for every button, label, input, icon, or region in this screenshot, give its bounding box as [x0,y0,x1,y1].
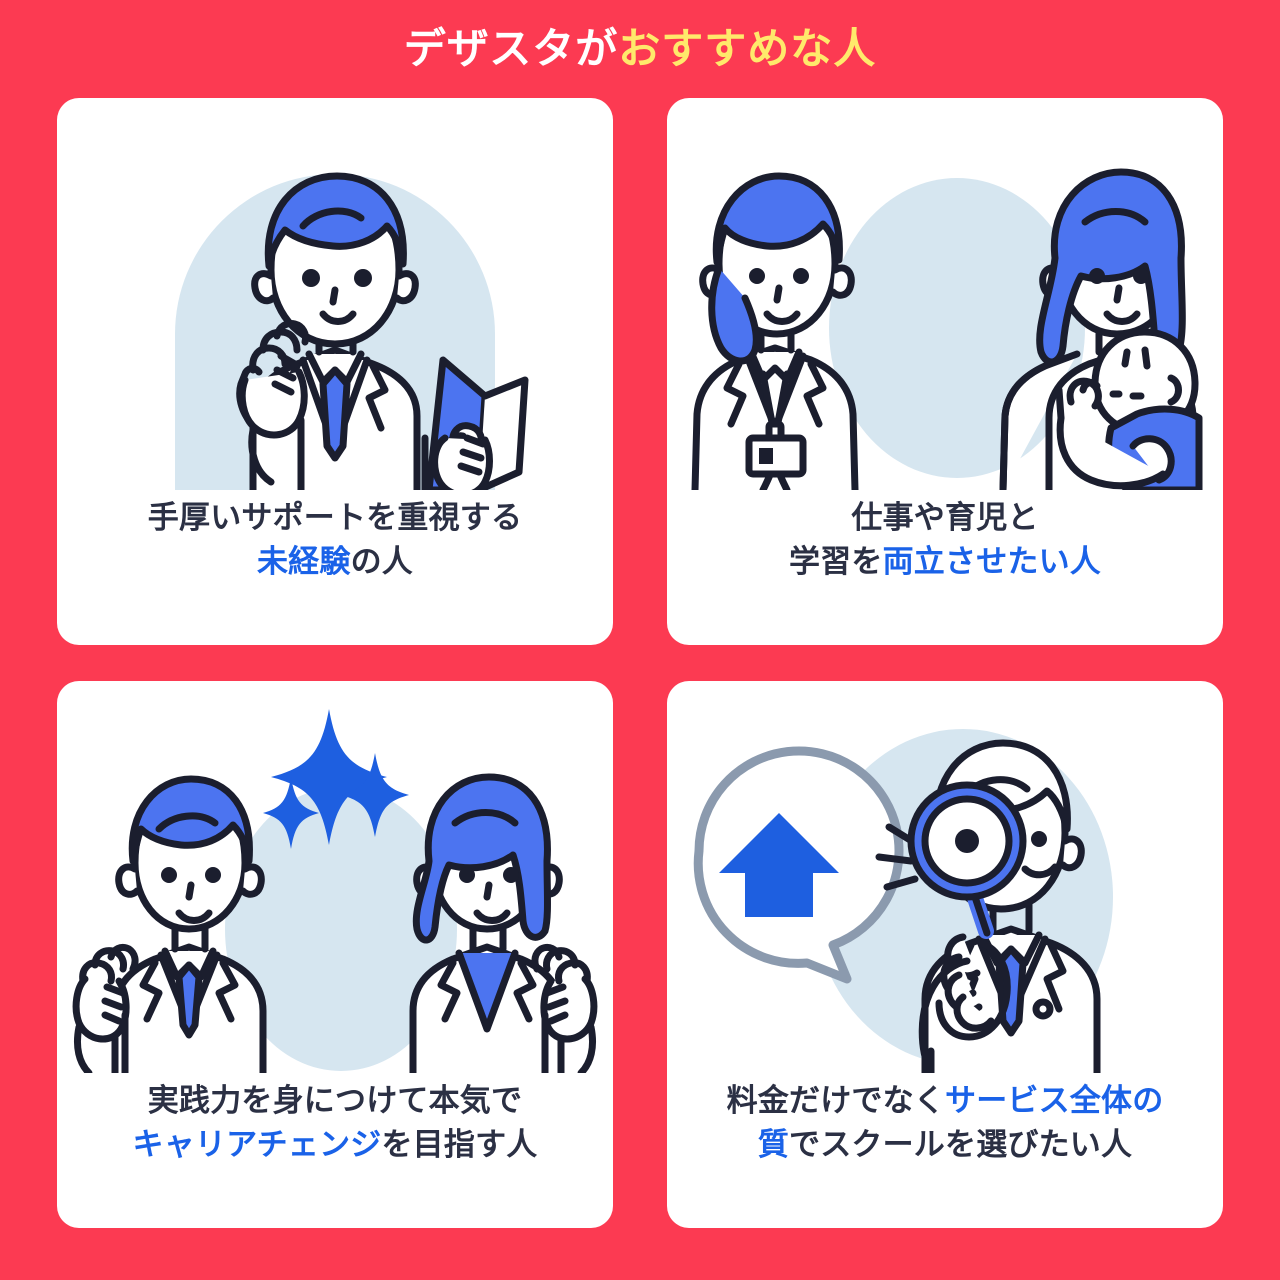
sparkle-large-icon [271,709,387,845]
caption-seg: 仕事や育児と [851,500,1039,535]
title-white-part: デザスタが [403,25,619,72]
card-support-beginner[interactable]: 手厚いサポートを重視する 未経験の人 [57,98,613,645]
caption-line-2: 学習を両立させたい人 [789,540,1101,584]
caption-seg: 手厚いサポートを重視する [147,500,523,535]
caption-line-1: 実践力を身につけて本気で [148,1079,522,1123]
illustration-man-with-magnifying-glass-and-up-arrow-bubble [667,681,1223,1073]
caption-line-1: 手厚いサポートを重視する [148,496,522,540]
caption-seg: を目指す人 [381,1127,538,1163]
card-caption: 料金だけでなくサービス全体の 質でスクールを選びたい人 [667,1073,1223,1228]
sparkle-medium-icon [341,753,409,837]
caption-seg: の人 [350,544,413,580]
title-yellow-part: おすすめな人 [618,25,877,72]
caption-line-1: 料金だけでなくサービス全体の [727,1079,1164,1123]
caption-seg-highlight: 質 [757,1127,789,1163]
caption-seg: 料金だけでなく [726,1083,945,1118]
illustration-man-with-tablet-cheering [57,98,613,490]
caption-seg: でスクールを選びたい人 [789,1127,1133,1163]
caption-line-2: 未経験の人 [257,540,413,584]
caption-seg-highlight: キャリアチェンジ [132,1127,382,1163]
caption-line-2: 質でスクールを選びたい人 [758,1123,1132,1167]
magnifying-glass-icon [907,781,1027,901]
card-work-childcare-balance[interactable]: 仕事や育児と 学習を両立させたい人 [667,98,1223,645]
caption-seg-highlight: 未経験 [256,544,351,580]
illustration-man-and-woman-cheering-with-sparkles [57,681,613,1073]
caption-line-2: キャリアチェンジを目指す人 [133,1123,538,1167]
illustration-working-woman-and-mother-with-baby [667,98,1223,490]
card-grid: 手厚いサポートを重視する 未経験の人 [57,98,1223,1228]
card-service-quality[interactable]: 料金だけでなくサービス全体の 質でスクールを選びたい人 [667,681,1223,1228]
up-arrow-icon [719,813,839,917]
page-title: デザスタがおすすめな人 [404,28,877,70]
caption-seg: 学習を [788,544,883,580]
caption-seg-highlight: 両立させたい人 [882,544,1101,580]
card-caption: 実践力を身につけて本気で キャリアチェンジを目指す人 [57,1073,613,1228]
card-caption: 手厚いサポートを重視する 未経験の人 [57,490,613,645]
caption-seg: 実践力を身につけて本気で [147,1083,523,1118]
sparkle-small-icon [263,777,319,849]
caption-seg-highlight: サービス全体の [945,1083,1164,1118]
card-caption: 仕事や育児と 学習を両立させたい人 [667,490,1223,645]
card-career-change[interactable]: 実践力を身につけて本気で キャリアチェンジを目指す人 [57,681,613,1228]
poster-header: デザスタがおすすめな人 [0,0,1280,98]
caption-line-1: 仕事や育児と [851,496,1038,540]
